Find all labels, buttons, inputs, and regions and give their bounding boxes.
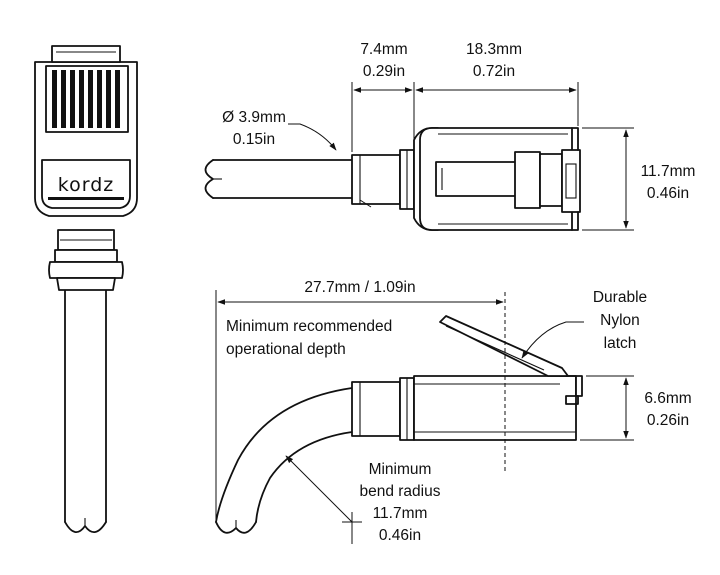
plug-height-mm: 11.7mm xyxy=(641,163,696,180)
front-view-boot xyxy=(48,229,124,291)
bend-view-boot xyxy=(351,377,415,441)
dimension-plug-length: 18.3mm 0.72in xyxy=(415,41,579,126)
dimension-plug-height: 11.7mm 0.46in xyxy=(582,127,696,231)
latch-height-in: 0.26in xyxy=(647,412,689,429)
operational-depth-label-line2: operational depth xyxy=(226,341,346,358)
nylon-latch xyxy=(439,315,569,377)
bend-view-connector xyxy=(215,315,583,534)
cable-diameter-in: 0.15in xyxy=(233,131,275,148)
bend-view-cable xyxy=(215,387,353,534)
bend-radius-label-line1: Minimum xyxy=(369,461,432,478)
dimension-bend-radius: Minimum bend radius 11.7mm 0.46in xyxy=(285,455,441,544)
dimension-cable-diameter: Ø 3.9mm 0.15in xyxy=(222,109,372,208)
latch-callout-line1: Durable xyxy=(593,289,647,306)
dimension-boot-length: 7.4mm 0.29in xyxy=(351,41,415,152)
front-view-connector: kordz xyxy=(34,45,138,533)
front-view-cable xyxy=(64,287,107,533)
latch-height-mm: 6.6mm xyxy=(644,390,691,407)
side-view-plug-body xyxy=(419,127,581,231)
bend-radius-in: 0.46in xyxy=(379,527,421,544)
latch-callout-line2: Nylon xyxy=(600,312,640,329)
boot-length-in: 0.29in xyxy=(363,63,405,80)
cable-diameter-mm: Ø 3.9mm xyxy=(222,109,286,126)
operational-depth-label-line1: Minimum recommended xyxy=(226,318,392,335)
boot-length-mm: 7.4mm xyxy=(360,41,407,58)
bend-radius-mm: 11.7mm xyxy=(373,505,428,522)
plug-length-in: 0.72in xyxy=(473,63,515,80)
callout-nylon-latch: Durable Nylon latch xyxy=(521,289,647,359)
dimension-latch-height: 6.6mm 0.26in xyxy=(580,375,692,441)
latch-callout-line3: latch xyxy=(604,335,637,352)
front-view-plug-body: kordz xyxy=(34,45,138,217)
brand-logo: kordz xyxy=(58,174,114,196)
brand-underline xyxy=(48,197,124,200)
dimension-operational-depth: 27.7mm / 1.09in Minimum recommended oper… xyxy=(215,279,506,522)
plug-length-mm: 18.3mm xyxy=(466,41,522,58)
bend-view-plug-body xyxy=(413,375,583,441)
operational-depth-value: 27.7mm / 1.09in xyxy=(304,279,415,296)
side-view-cable xyxy=(204,159,353,199)
plug-height-in: 0.46in xyxy=(647,185,689,202)
bend-radius-label-line2: bend radius xyxy=(359,483,440,500)
front-view-contacts xyxy=(52,70,120,128)
side-view-connector xyxy=(204,127,581,231)
